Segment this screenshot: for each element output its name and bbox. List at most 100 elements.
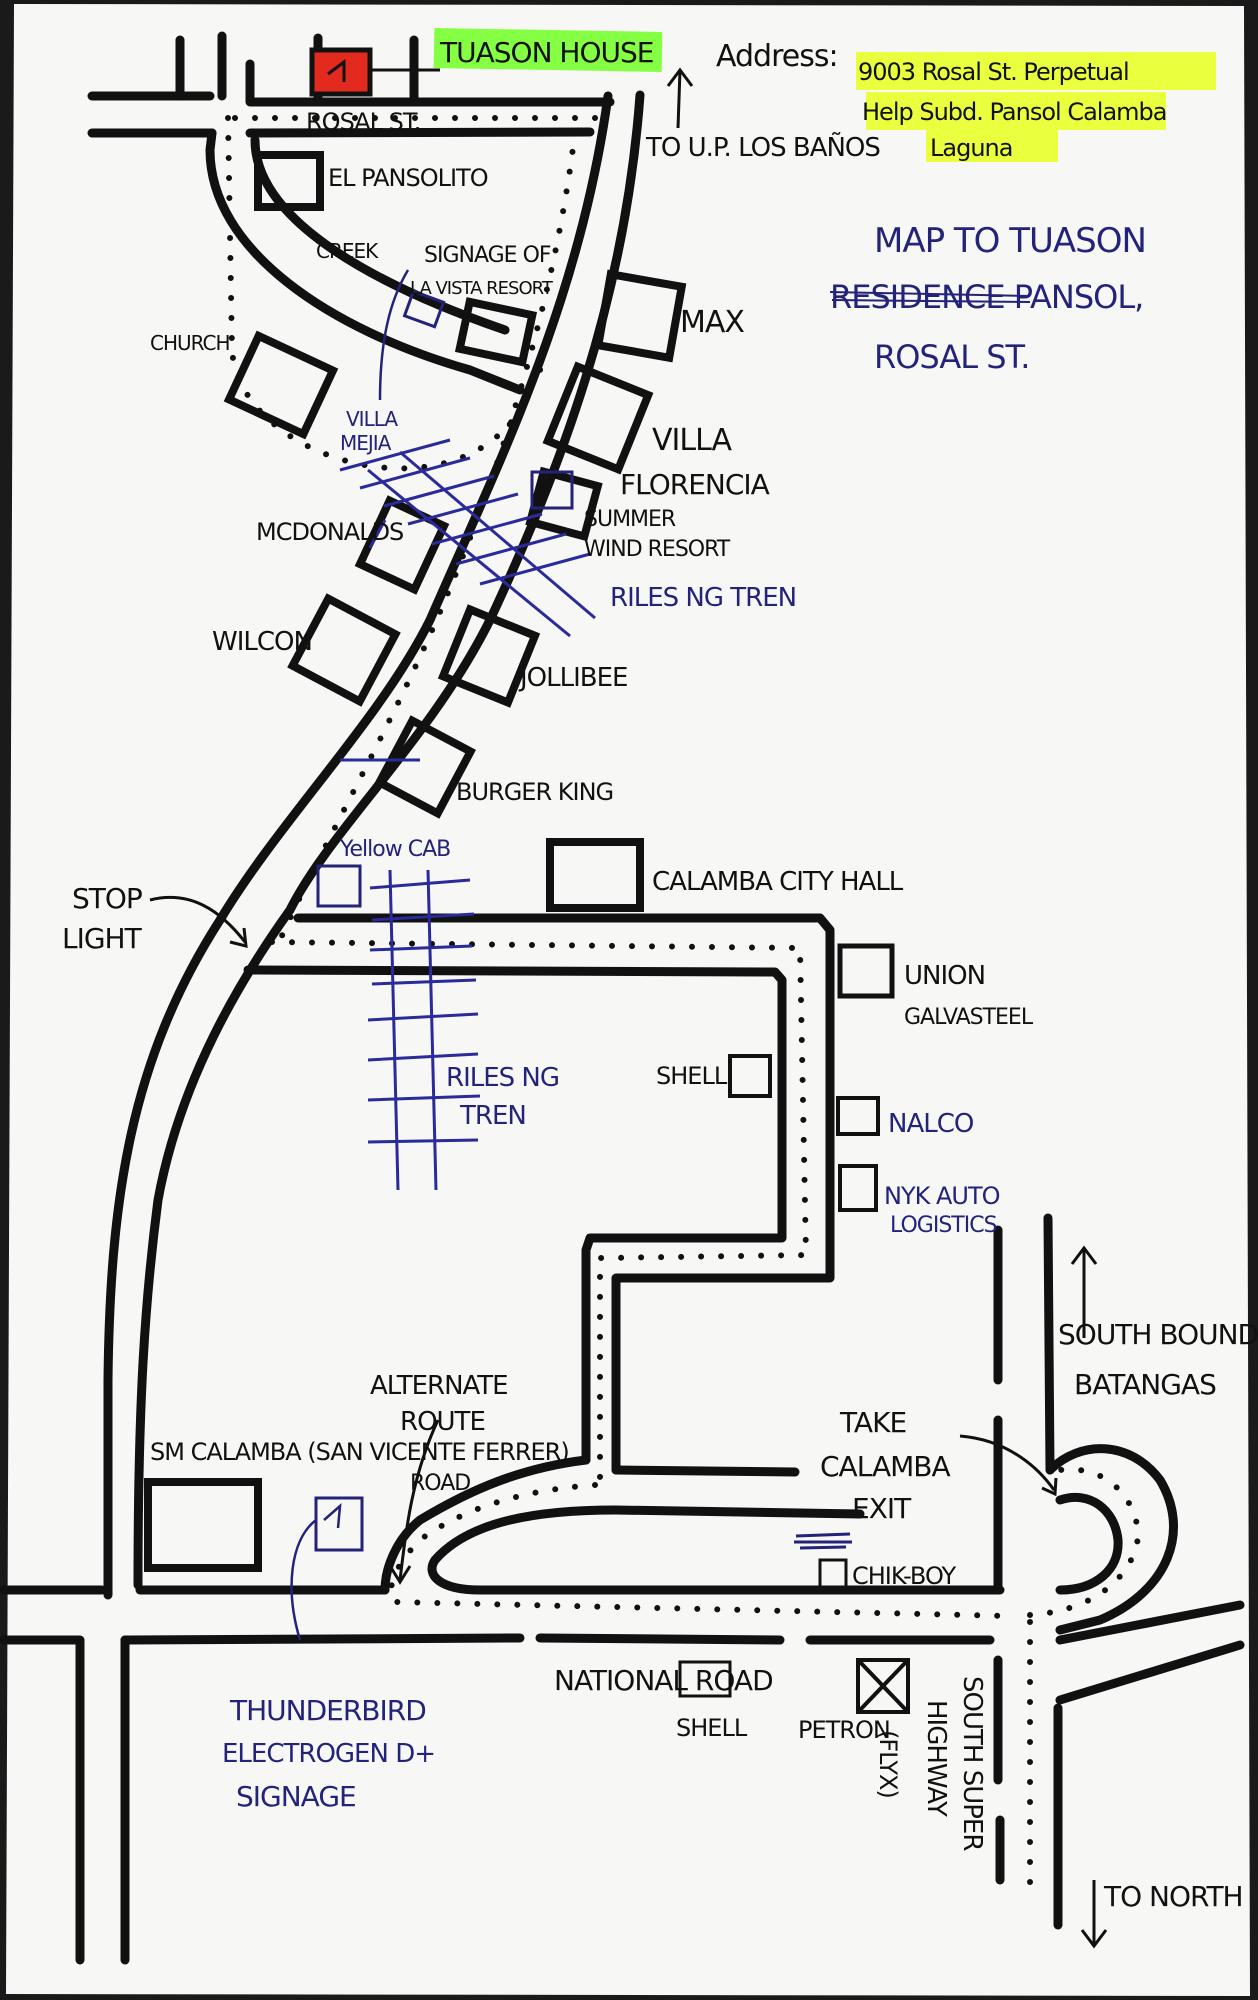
address-highlight-3 [926, 130, 1058, 162]
label-signage-2: LA VISTA RESORT [410, 278, 554, 299]
petron-building [856, 1658, 910, 1714]
stop-light-arrow [149, 895, 248, 948]
thunderbird-signage-box [314, 1496, 364, 1552]
signage-pointer [378, 269, 410, 401]
address-highlight-1 [856, 52, 1216, 90]
label-thunderbird-2: ELECTROGEN D+ [222, 1739, 435, 1769]
label-villa-mejia-1: VILLA [346, 407, 398, 431]
summer-wind-box [530, 470, 574, 510]
arrow-up-south [1070, 1245, 1098, 1338]
label-stop-2: LIGHT [62, 922, 143, 955]
label-south-1: SOUTH BOUND [1058, 1318, 1258, 1351]
dotted-route [225, 115, 1142, 1903]
yellow-cab-box [316, 864, 362, 908]
la-vista-signage-box [402, 289, 446, 329]
label-el-pansolito: EL PANSOLITO [328, 164, 488, 192]
label-nyk-2: LOGISTICS [890, 1213, 997, 1238]
label-petron: PETRON [798, 1716, 890, 1744]
jollibee-building [437, 604, 541, 708]
mcdonalds-building [354, 495, 450, 595]
label-creek: CREEK [316, 239, 379, 263]
nalco-building [836, 1096, 880, 1136]
label-villa-florencia-1: VILLA [652, 423, 732, 458]
buildings [144, 47, 910, 1714]
label-union-2: GALVASTEEL [904, 1005, 1034, 1030]
label-church: CHURCH [150, 331, 230, 355]
label-to-uplb: TO U.P. LOS BAÑOS [645, 131, 880, 163]
label-summer-1: SUMMER [584, 507, 676, 532]
label-sm-2: ROAD [410, 1471, 470, 1496]
shell-bottom-building [678, 1660, 732, 1698]
church-building [223, 330, 339, 440]
calamba-exit-arrow [959, 1434, 1058, 1497]
label-rosal-st: ROSAL ST. [306, 108, 420, 136]
label-nalco: NALCO [888, 1109, 973, 1139]
label-yellow-cab: Yellow CAB [339, 837, 450, 862]
house-marker [327, 59, 346, 82]
address-highlight-2 [866, 92, 1166, 130]
house-highlight [433, 28, 663, 72]
label-take-1: TAKE [839, 1406, 906, 1439]
label-burger-king: BURGER KING [456, 778, 613, 806]
label-flyx: (FLYX) [874, 1730, 902, 1798]
label-stop-1: STOP [72, 882, 142, 915]
label-sm-1: SM CALAMBA (SAN VICENTE FERRER) [150, 1438, 569, 1466]
thunderbird-pointer [290, 1519, 317, 1641]
tuason-house-building [309, 47, 373, 97]
label-south-2: BATANGAS [1074, 1368, 1216, 1401]
label-signage-1: SIGNAGE OF [424, 243, 551, 268]
label-nyk-1: NYK AUTO [884, 1182, 1000, 1210]
villa-florencia-building [542, 361, 654, 475]
arrow-up-uplb [666, 67, 694, 129]
label-jollibee: JOLLIBEE [518, 663, 627, 693]
label-riles-mid-1: RILES NG [446, 1063, 559, 1093]
label-slex-2: HIGHWAY [921, 1700, 951, 1817]
address-label: Address: [716, 39, 838, 74]
wilcon-building [287, 593, 401, 707]
label-villa-florencia-2: FLORENCIA [620, 468, 770, 501]
address-line-1: 9003 Rosal St. Perpetual [858, 58, 1129, 86]
label-max: MAX [680, 305, 744, 340]
union-galvasteel-building [837, 943, 895, 999]
railways [339, 438, 596, 1191]
address-line-2: Help Subd. Pansol Calamba [862, 98, 1166, 126]
label-riles-mid-2: TREN [459, 1101, 526, 1131]
label-villa-mejia-2: MEJIA [340, 431, 392, 455]
label-slex-1: SOUTH SUPER [957, 1676, 987, 1851]
strikethrough [794, 1532, 852, 1550]
el-pansolito-building [254, 151, 324, 211]
address-line-3: Laguna [930, 134, 1012, 162]
label-take-2: CALAMBA [820, 1450, 950, 1483]
burger-king-building [374, 715, 476, 819]
map-title-1: MAP TO TUASON [874, 221, 1146, 261]
map-title-3: ROSAL ST. [874, 338, 1029, 376]
arrows [149, 67, 1108, 1949]
la-vista-signage-building [454, 297, 538, 367]
alternate-route-arrow [388, 1419, 440, 1585]
label-mcdonalds: MCDONALDS [256, 518, 403, 546]
label-thunderbird-1: THUNDERBIRD [229, 1694, 426, 1727]
title-scribble [829, 291, 1031, 303]
label-calamba-city-hall: CALAMBA CITY HALL [652, 867, 904, 897]
labels: TUASON HOUSE Address: 9003 Rosal St. Per… [62, 36, 1258, 1913]
label-summer-2: WIND RESORT [584, 537, 731, 562]
roads [0, 31, 1245, 1965]
label-shell-bottom: SHELL [676, 1714, 748, 1742]
label-shell-top: SHELL [656, 1062, 728, 1090]
label-riles-top: RILES NG TREN [610, 583, 796, 613]
label-alt-2: ROUTE [400, 1407, 485, 1437]
label-take-3: EXIT [852, 1492, 912, 1525]
label-union-1: UNION [904, 961, 985, 991]
house-label: TUASON HOUSE [439, 36, 653, 69]
label-thunderbird-3: SIGNAGE [236, 1780, 356, 1813]
label-alt-1: ALTERNATE [370, 1371, 508, 1401]
arrow-down-north [1080, 1880, 1108, 1949]
chikboy-building [818, 1558, 848, 1590]
nyk-building [838, 1164, 878, 1212]
label-to-north: TO NORTH [1103, 1880, 1243, 1913]
city-hall-building [546, 838, 644, 912]
label-wilcon: WILCON [212, 627, 312, 657]
sm-calamba-building [144, 1478, 262, 1572]
shell-top-building [728, 1054, 772, 1098]
